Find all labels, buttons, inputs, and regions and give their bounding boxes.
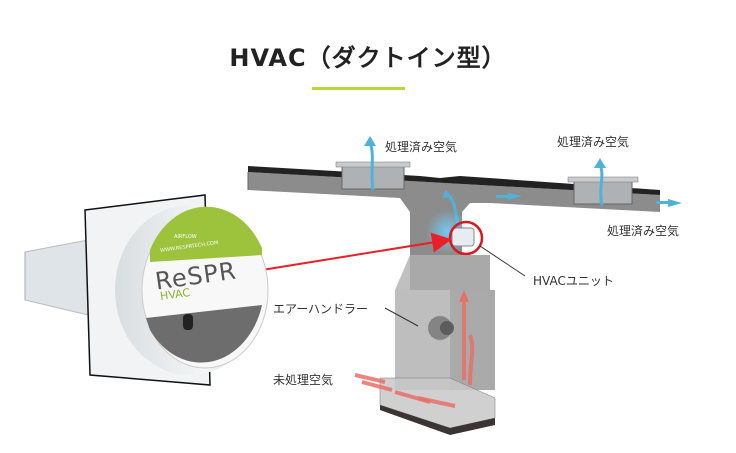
air-handler-leader — [384, 307, 419, 327]
treated-air-arrowheads — [364, 136, 682, 207]
label-hvac-unit: HVACユニット — [533, 274, 614, 288]
untreated-air-arrowheads — [459, 290, 469, 302]
label-untreated-air: 未処理空気 — [273, 373, 334, 387]
hvac-unit-icon — [451, 227, 475, 247]
label-treated-air-right: 処理済み空気 — [557, 135, 630, 149]
label-air-handler: エアーハンドラー — [273, 302, 369, 316]
air-handler — [395, 255, 495, 390]
hvac-unit-leader — [479, 245, 526, 277]
label-treated-air-left: 処理済み空気 — [385, 140, 458, 154]
product-airflow-label: AIRFLOW — [174, 234, 197, 240]
page-title: HVAC（ダクトイン型） — [229, 44, 507, 72]
untreated-air-arrows — [354, 300, 475, 408]
pointer-line — [261, 232, 452, 271]
label-treated-air-end: 処理済み空気 — [607, 224, 680, 238]
title-underline — [312, 87, 405, 90]
respr-product-image — [24, 194, 269, 386]
